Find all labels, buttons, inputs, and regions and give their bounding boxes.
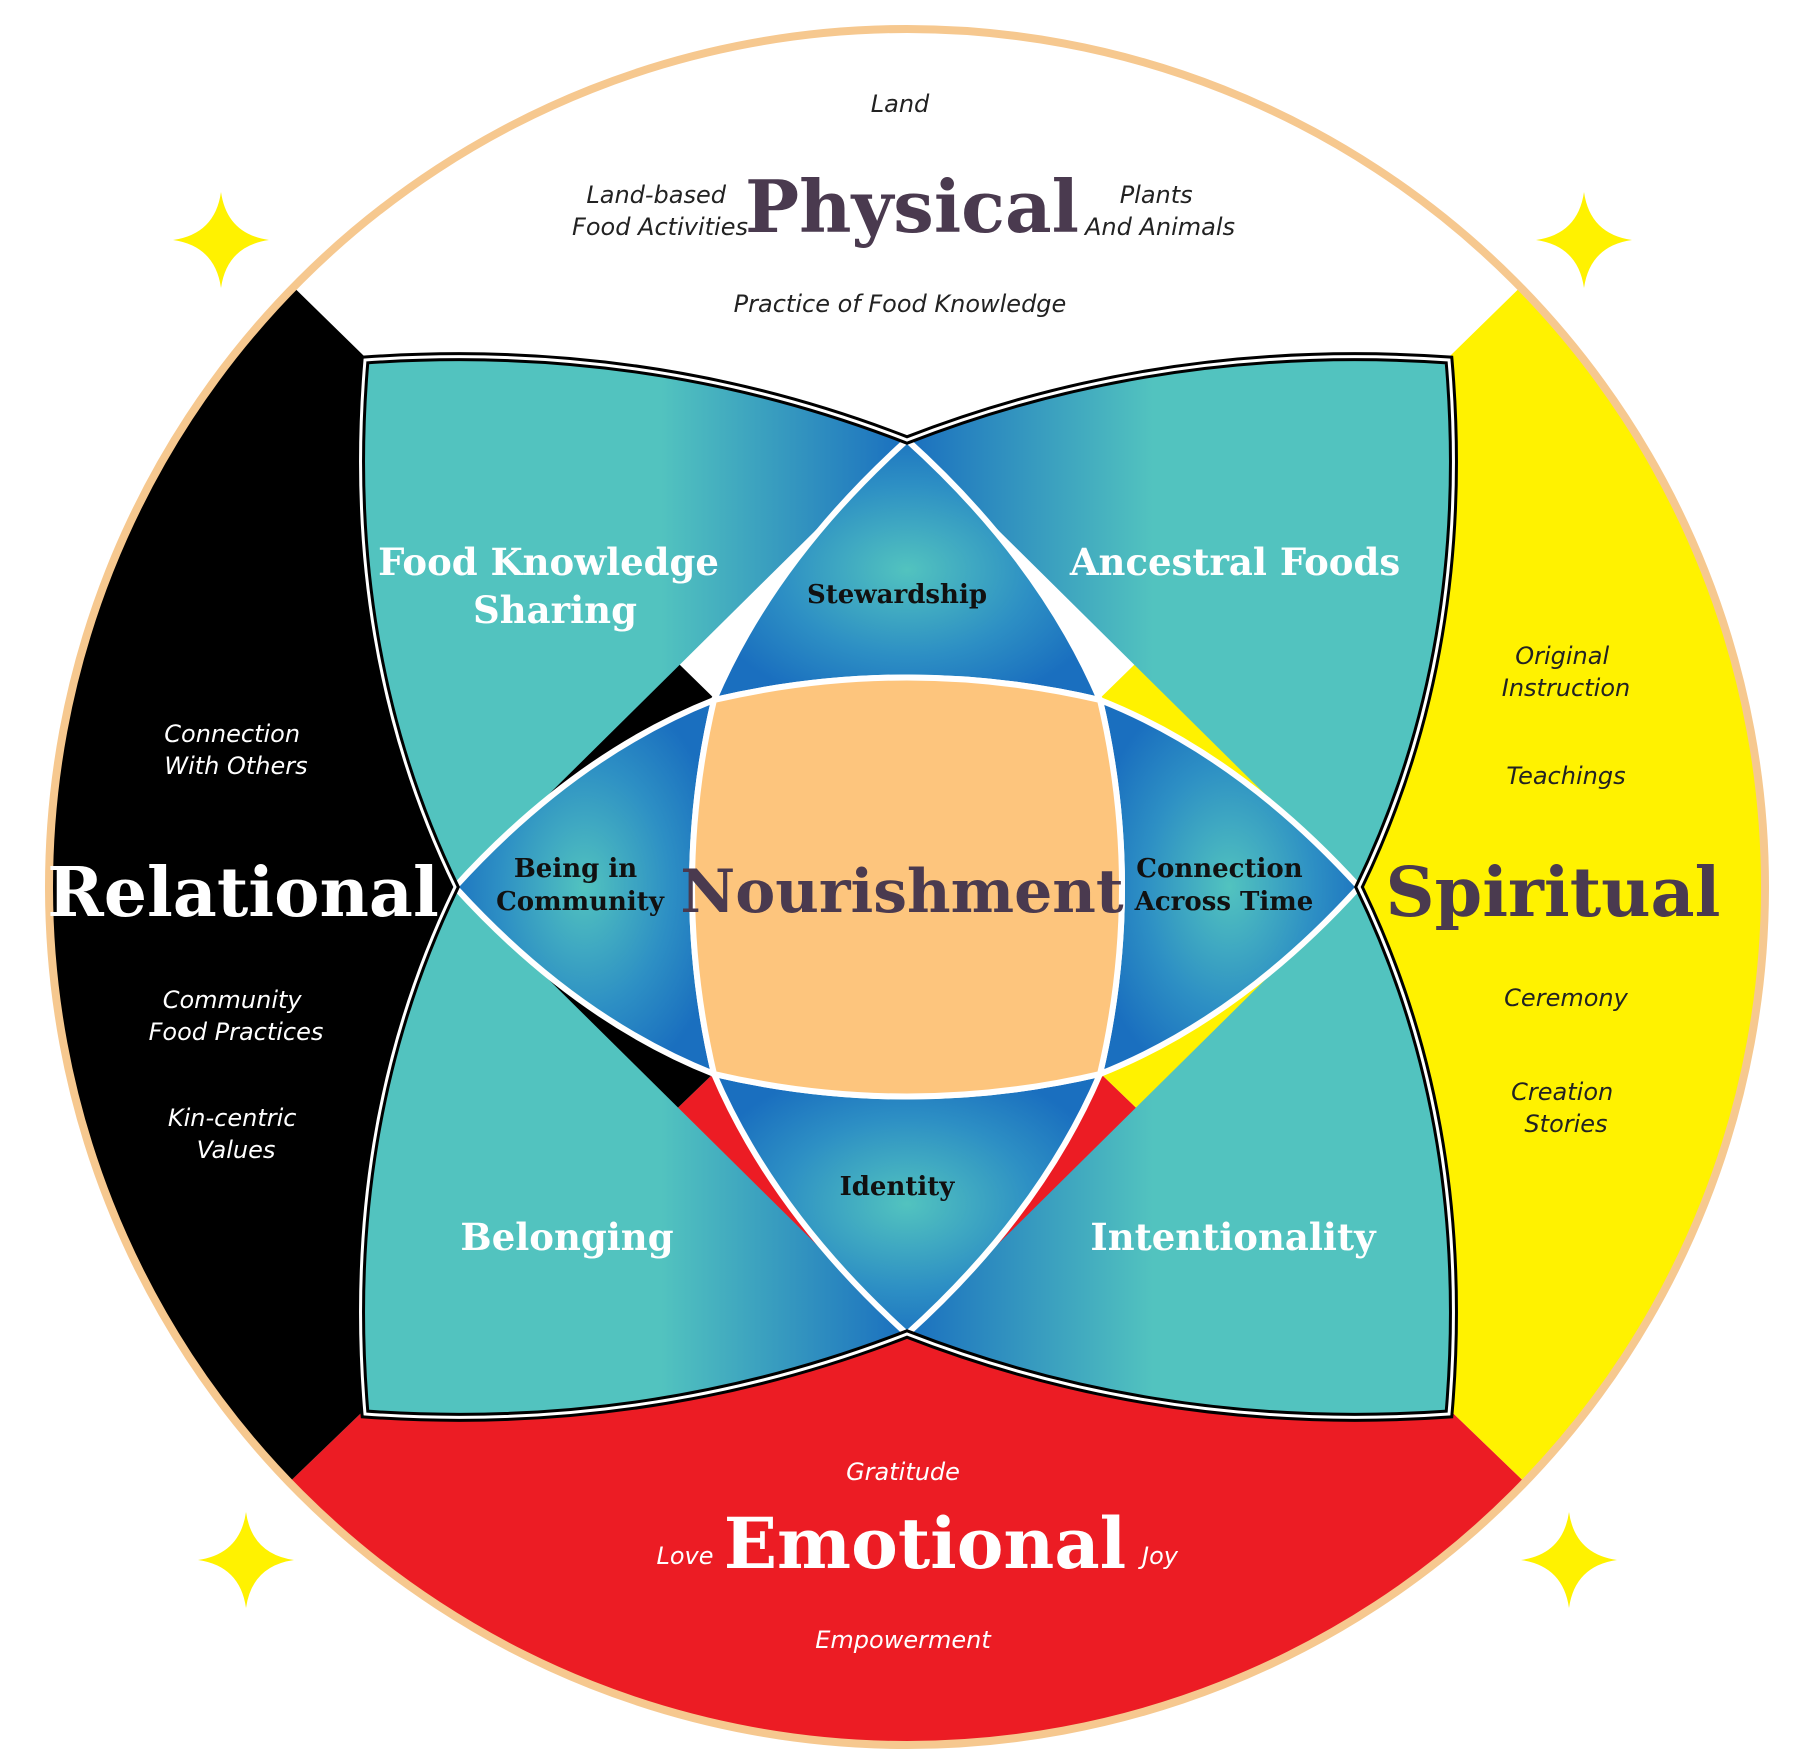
relational-section: Connection With Others Relational Commun…	[47, 720, 439, 1164]
lens-right	[1100, 700, 1359, 1074]
relational-item-kin-centric: Kin-centric Values	[168, 1104, 304, 1164]
petal-outline-inner	[359, 355, 1455, 1419]
emotional-item-love: Love	[656, 1542, 713, 1570]
lens-labels: Stewardship Being in Community Connectio…	[496, 580, 1313, 1202]
petal-top-left	[360, 356, 907, 887]
physical-section: Land Physical Land-based Food Activities…	[572, 90, 1235, 318]
lens-label-being-in-community: Being in Community	[496, 854, 665, 917]
physical-item-land: Land	[871, 90, 930, 118]
emotional-item-gratitude: Gratitude	[846, 1458, 960, 1486]
emotional-item-empowerment: Empowerment	[815, 1626, 992, 1654]
sparkles	[173, 192, 1632, 1608]
physical-item-plants: Plants And Animals	[1083, 181, 1235, 241]
petal-label-belonging: Belonging	[460, 1215, 673, 1259]
emotional-title: Emotional	[724, 1502, 1127, 1585]
spiritual-section: Original Instruction Teachings Spiritual…	[1386, 642, 1721, 1138]
relational-title: Relational	[47, 853, 439, 933]
petal-bottom-right	[907, 887, 1454, 1418]
petal-bottom-left	[360, 887, 907, 1418]
lens-top	[714, 440, 1100, 700]
lens-left	[455, 700, 714, 1074]
petal-label-ancestral-foods: Ancestral Foods	[1069, 540, 1400, 584]
sparkle-star-icon	[1536, 192, 1632, 288]
physical-title: Physical	[745, 164, 1079, 249]
sparkle-star-icon	[198, 1512, 294, 1608]
emotional-section: Gratitude Emotional Love Joy Empowerment	[656, 1458, 1178, 1654]
petals	[360, 356, 1454, 1418]
relational-item-connection: Connection With Others	[164, 720, 307, 780]
spiritual-title: Spiritual	[1386, 853, 1721, 933]
lenses	[455, 440, 1359, 1334]
lens-label-connection-across-time: Connection Across Time	[1134, 854, 1314, 917]
spiritual-item-original: Original Instruction	[1502, 642, 1630, 702]
lens-bottom	[714, 1074, 1100, 1334]
spiritual-item-creation: Creation Stories	[1511, 1078, 1621, 1138]
petal-labels: Food Knowledge Sharing Ancestral Foods B…	[378, 540, 1400, 1259]
center-region	[689, 674, 1125, 1100]
emotional-item-joy: Joy	[1138, 1542, 1179, 1570]
lens-label-stewardship: Stewardship	[807, 580, 987, 610]
outer-circle-outline	[45, 25, 1769, 1749]
petal-top-right	[907, 356, 1454, 887]
spiritual-item-teachings: Teachings	[1506, 762, 1625, 790]
relational-item-community: Community Food Practices	[149, 986, 324, 1046]
sparkle-star-icon	[173, 192, 269, 288]
petal-label-intentionality: Intentionality	[1090, 1215, 1377, 1259]
center-label: Nourishment	[680, 857, 1124, 927]
lens-label-identity: Identity	[840, 1172, 956, 1202]
sparkle-star-icon	[1521, 1512, 1617, 1608]
petal-label-food-knowledge: Food Knowledge Sharing	[378, 540, 732, 632]
physical-item-practice: Practice of Food Knowledge	[734, 290, 1067, 318]
physical-item-land-based: Land-based Food Activities	[572, 181, 748, 241]
spiritual-item-ceremony: Ceremony	[1504, 984, 1628, 1012]
